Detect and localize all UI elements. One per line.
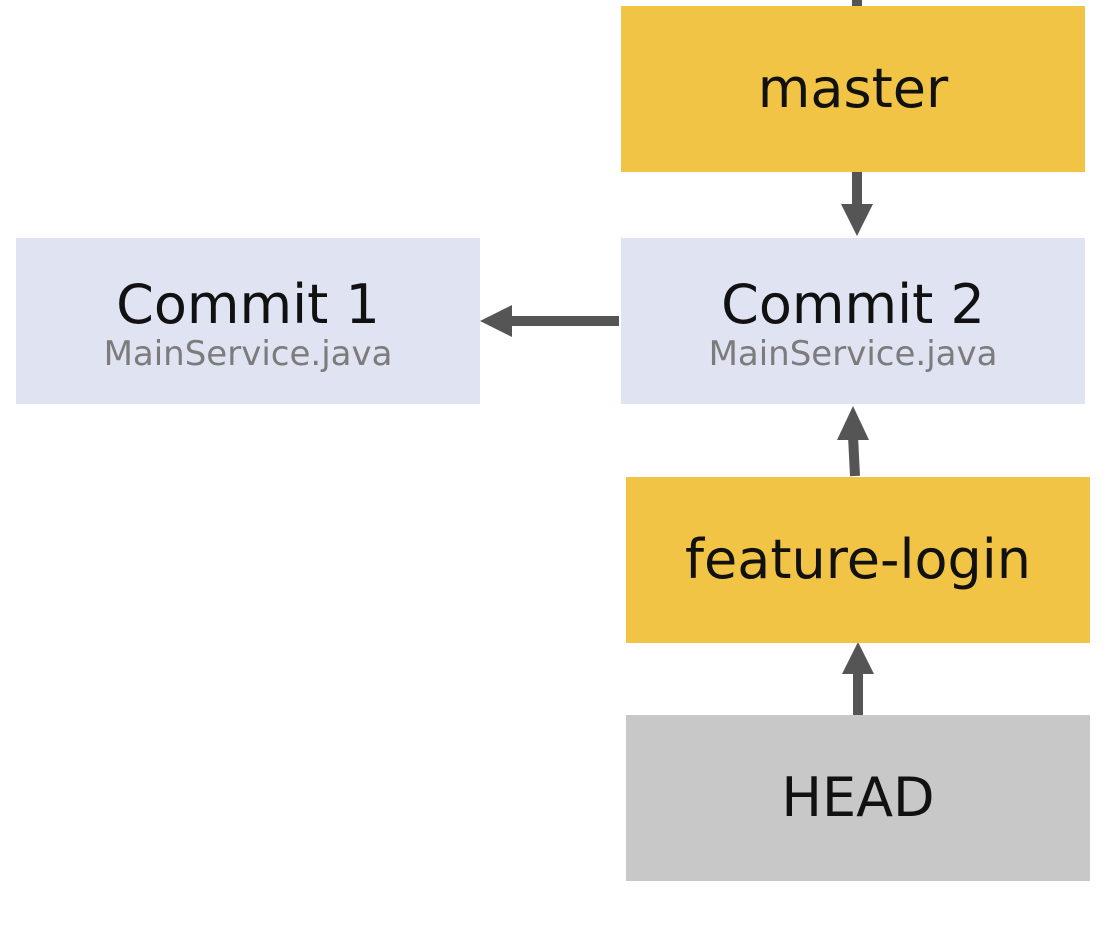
branch-feature-login-label: feature-login [685,528,1031,592]
branch-master-box: master [621,6,1085,172]
commit-2-file: MainService.java [708,334,998,374]
branch-master-label: master [757,57,949,121]
commit-1-label: Commit 1 [116,272,380,336]
arrow-feature-login-to-commit-2 [837,406,869,477]
commit-2-box: Commit 2 MainService.java [621,238,1085,404]
branch-feature-login-box: feature-login [626,477,1090,643]
head-pointer-box: HEAD [626,715,1090,881]
arrow-commit-2-to-commit-1 [480,305,619,337]
commit-2-label: Commit 2 [721,272,985,336]
commit-1-file: MainService.java [103,334,393,374]
commit-1-box: Commit 1 MainService.java [16,238,480,404]
arrow-master-to-commit-2 [841,172,873,236]
arrow-head-to-feature-login [842,642,874,715]
head-pointer-label: HEAD [781,766,935,830]
